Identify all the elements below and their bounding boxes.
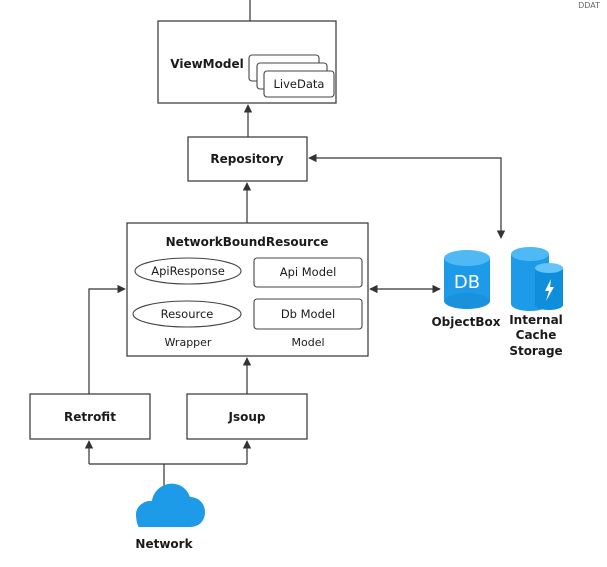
wrapper-label: Wrapper bbox=[165, 336, 212, 349]
apiresponse-ellipse bbox=[134, 257, 242, 285]
objectbox-db-icon bbox=[444, 250, 490, 309]
api-model-box bbox=[253, 257, 363, 288]
retrofit-label: Retrofit bbox=[64, 410, 116, 424]
jsoup-label: Jsoup bbox=[228, 410, 266, 424]
corner-text: DDAT bbox=[578, 1, 600, 10]
model-label: Model bbox=[291, 336, 324, 349]
api-model-label: Api Model bbox=[280, 265, 337, 279]
internal-cache-storage-icon bbox=[511, 247, 563, 311]
repository-box bbox=[187, 136, 308, 182]
objectbox-db-text: DB bbox=[454, 272, 480, 293]
internal-cache-storage-label-line3: Storage bbox=[509, 344, 562, 358]
internal-cache-storage-label-line1: Internal bbox=[509, 313, 563, 327]
apiresponse-label: ApiResponse bbox=[151, 264, 225, 278]
network-label: Network bbox=[135, 537, 193, 551]
resource-ellipse bbox=[132, 300, 242, 328]
livedata-stack-card-front bbox=[263, 70, 335, 98]
objectbox-label: ObjectBox bbox=[431, 315, 500, 329]
viewmodel-label: ViewModel bbox=[170, 57, 243, 71]
retrofit-box bbox=[29, 393, 151, 440]
network-bound-resource-title: NetworkBoundResource bbox=[166, 235, 329, 249]
livedata-label: LiveData bbox=[274, 77, 325, 91]
network-bound-resource-box bbox=[126, 222, 369, 357]
internal-cache-storage-label-line2: Cache bbox=[516, 328, 557, 342]
db-model-box bbox=[253, 298, 363, 330]
jsoup-box bbox=[186, 393, 308, 440]
db-model-label: Db Model bbox=[281, 307, 335, 321]
retrofit-to-nbr-arrow bbox=[88, 284, 126, 394]
network-cloud-icon bbox=[136, 483, 205, 527]
resource-label: Resource bbox=[161, 307, 214, 321]
repository-label: Repository bbox=[210, 152, 283, 166]
repository-storage-bidirectional-arrow bbox=[308, 153, 506, 239]
